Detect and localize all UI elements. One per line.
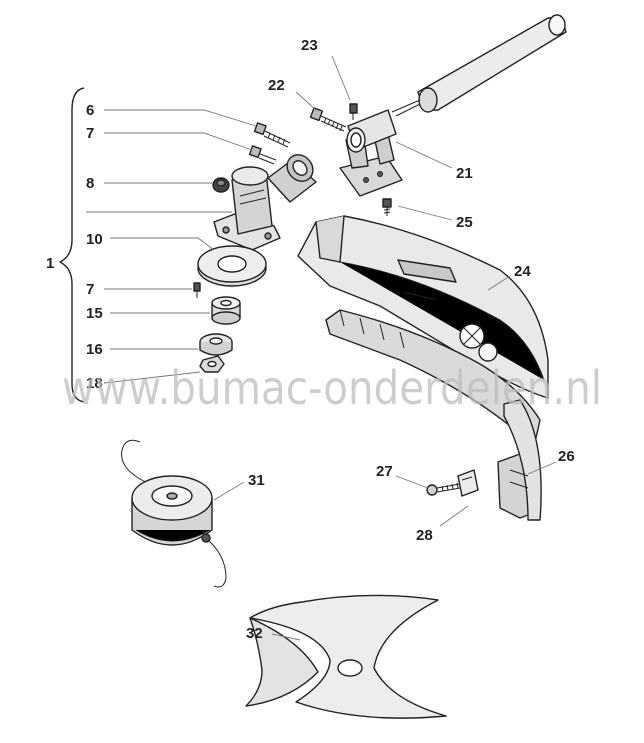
blade-plate-28-icon bbox=[457, 469, 479, 497]
screw-25-icon bbox=[382, 198, 392, 216]
callout-28: 28 bbox=[416, 527, 433, 544]
callout-1: 1 bbox=[46, 255, 54, 272]
flange-washer-icon bbox=[197, 245, 267, 287]
bolt-6-icon bbox=[253, 122, 291, 148]
callout-32: 32 bbox=[246, 625, 263, 642]
callout-31: 31 bbox=[248, 472, 265, 489]
three-tooth-blade-icon bbox=[245, 594, 447, 719]
callout-6: 6 bbox=[86, 102, 94, 119]
shaft-clamp-icon bbox=[339, 109, 403, 197]
callout-15: 15 bbox=[86, 305, 103, 322]
guard-icon bbox=[297, 215, 549, 439]
callout-18: 18 bbox=[86, 375, 103, 392]
bolt-22-icon bbox=[309, 107, 347, 132]
callout-21: 21 bbox=[456, 165, 473, 182]
bolt-7-upper-icon bbox=[248, 145, 277, 165]
plug-8-icon bbox=[212, 177, 230, 193]
trimmer-head-icon bbox=[121, 439, 227, 588]
nut-icon bbox=[199, 355, 225, 373]
callout-26: 26 bbox=[558, 448, 575, 465]
callout-16: 16 bbox=[86, 341, 103, 358]
callout-22: 22 bbox=[268, 77, 285, 94]
callout-labels: 1 6 7 8 10 7 15 16 18 21 22 23 24 25 26 … bbox=[46, 37, 575, 642]
screw-27-icon bbox=[426, 482, 461, 496]
screw-7-lower-icon bbox=[193, 282, 201, 298]
gearbox-head-icon bbox=[213, 154, 317, 251]
callout-7-lower: 7 bbox=[86, 281, 94, 298]
callout-24: 24 bbox=[514, 263, 531, 280]
leader-lines bbox=[86, 55, 557, 641]
assembly-bracket bbox=[59, 87, 85, 403]
callout-7-upper: 7 bbox=[86, 125, 94, 142]
callout-10: 10 bbox=[86, 231, 103, 248]
callout-23: 23 bbox=[301, 37, 318, 54]
callout-25: 25 bbox=[456, 214, 473, 231]
screw-23-icon bbox=[349, 103, 358, 120]
line-cutter-blade-icon bbox=[497, 399, 542, 521]
callout-8: 8 bbox=[86, 175, 94, 192]
shaft-tube-icon bbox=[391, 14, 567, 117]
cup-washer-icon bbox=[199, 333, 233, 356]
callout-27: 27 bbox=[376, 463, 393, 480]
watermark-text: www.bumac-onderdelen.nl bbox=[62, 361, 602, 415]
bush-icon bbox=[211, 296, 241, 325]
